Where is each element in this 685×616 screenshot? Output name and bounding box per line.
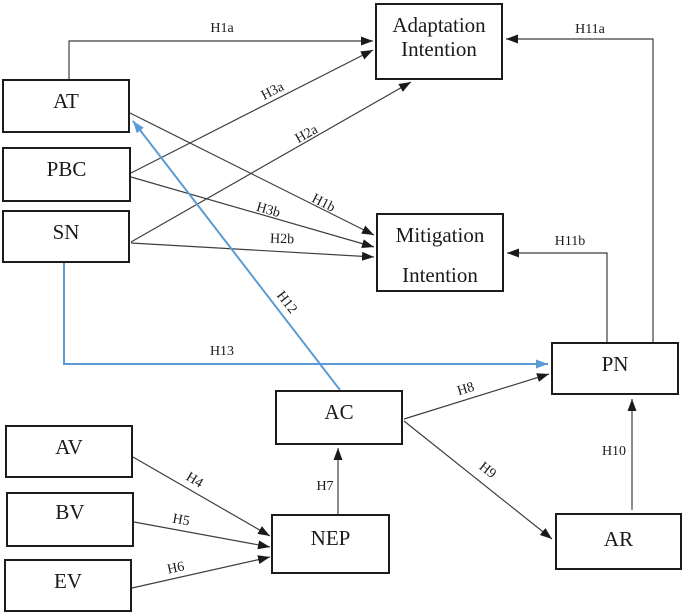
edge-h12-line: [132, 120, 341, 391]
mitigation-line1: Mitigation: [395, 223, 485, 247]
node-ac-label: AC: [324, 400, 354, 424]
edge-h5-line: [133, 521, 271, 550]
node-sn-box: SN: [2, 210, 130, 263]
node-pn-label: PN: [601, 352, 629, 376]
node-ac-box: AC: [275, 390, 403, 445]
edge-h11a-line: [506, 34, 654, 342]
edge-h1a-label: H1a: [210, 21, 234, 36]
edge-h8-line: [403, 373, 550, 420]
node-nep-box: NEP: [271, 514, 390, 574]
edge-h2b-label: H2b: [269, 231, 295, 248]
node-ev-box: EV: [4, 559, 132, 612]
edge-h1a-line: [68, 36, 373, 79]
edge-h3b-line: [130, 176, 375, 249]
edge-h2b-line: [130, 242, 375, 261]
adaptation-line2: Intention: [401, 37, 477, 61]
edge-h11b-line: [507, 248, 608, 342]
edge-h6-line: [131, 555, 271, 589]
node-bv-box: BV: [6, 492, 134, 547]
node-pn-box: PN: [551, 342, 679, 395]
node-sn-label: SN: [52, 220, 80, 244]
mitigation-line2: Intention: [402, 263, 478, 287]
edge-h13-line: [63, 263, 548, 369]
node-pbc-label: PBC: [46, 157, 87, 181]
edge-h5-label: H5: [171, 511, 191, 530]
edge-h9-line: [403, 420, 553, 540]
node-at-label: AT: [53, 89, 79, 113]
edge-h11a-label: H11a: [575, 22, 605, 37]
edge-h7-label: H7: [316, 479, 334, 494]
node-ar-label: AR: [603, 527, 634, 551]
edge-h3a-line: [130, 49, 374, 174]
edge-h13-label: H13: [209, 344, 235, 359]
adaptation-line1: Adaptation: [392, 13, 486, 37]
node-nep-label: NEP: [310, 526, 351, 550]
node-adaptation-intention-label: Adaptation Intention: [392, 13, 485, 61]
edge-h2a-line: [130, 81, 412, 243]
node-mitigation-intention-label: Mitigation Intention: [396, 215, 485, 295]
node-pbc-box: PBC: [2, 147, 131, 202]
node-ar-box: AR: [555, 513, 682, 570]
node-ev-label: EV: [54, 569, 82, 593]
edge-h11b-label: H11b: [554, 234, 586, 249]
edge-h1b-line: [129, 112, 375, 236]
node-at-box: AT: [2, 79, 130, 133]
edge-h10-label: H10: [601, 444, 627, 459]
edge-h4-line: [132, 456, 271, 537]
node-mitigation-intention-box: Mitigation Intention: [376, 213, 504, 292]
node-av-label: AV: [55, 435, 83, 459]
node-av-box: AV: [5, 425, 133, 478]
node-bv-label: BV: [55, 500, 85, 524]
node-adaptation-intention-box: Adaptation Intention: [375, 3, 503, 80]
